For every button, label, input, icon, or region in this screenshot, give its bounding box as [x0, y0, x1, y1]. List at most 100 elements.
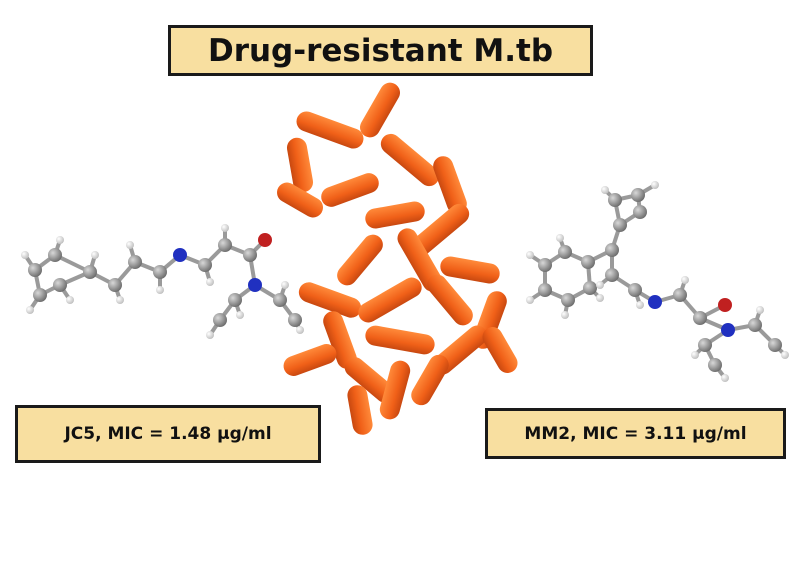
hydrogen-atom: [66, 296, 74, 304]
bacterium-rod: [321, 173, 379, 207]
nitrogen-atom: [248, 278, 262, 292]
carbon-atom: [748, 318, 762, 332]
hydrogen-atom: [526, 296, 534, 304]
hydrogen-atom: [756, 306, 764, 314]
bacterium-rod: [344, 357, 396, 403]
nitrogen-atom: [648, 295, 662, 309]
bacterium-rod: [365, 201, 425, 229]
bacterium-rod: [482, 327, 518, 373]
carbon-atom: [198, 258, 212, 272]
carbon-atom: [153, 265, 167, 279]
carbon-atom: [558, 245, 572, 259]
bacterium-rod: [433, 156, 467, 214]
carbon-atom: [28, 263, 42, 277]
bacterium-rod: [410, 203, 470, 257]
carbon-atom: [561, 293, 575, 307]
carbon-atom: [273, 293, 287, 307]
bacterium-rod: [347, 385, 373, 435]
hydrogen-atom: [556, 234, 564, 242]
carbon-atom: [538, 283, 552, 297]
carbon-atom: [673, 288, 687, 302]
hydrogen-atom: [691, 351, 699, 359]
carbon-atom: [605, 268, 619, 282]
oxygen-atom: [718, 298, 732, 312]
hydrogen-atom: [116, 296, 124, 304]
carbon-atom: [608, 193, 622, 207]
hydrogen-atom: [596, 294, 604, 302]
hydrogen-atom: [636, 301, 644, 309]
molecule-jc5: [21, 224, 304, 339]
bacterium-rod: [298, 282, 362, 318]
carbon-atom: [633, 205, 647, 219]
carbon-atom: [33, 288, 47, 302]
hydrogen-atom: [91, 251, 99, 259]
hydrogen-atom: [21, 251, 29, 259]
hydrogen-atom: [126, 241, 134, 249]
bacterium-rod: [365, 325, 435, 355]
compound-label-mm2: MM2, MIC = 3.11 μg/ml: [485, 408, 786, 459]
hydrogen-atom: [156, 286, 164, 294]
hydrogen-atom: [206, 278, 214, 286]
hydrogen-atom: [26, 306, 34, 314]
hydrogen-atom: [651, 181, 659, 189]
bacterium-rod: [323, 311, 357, 369]
oxygen-atom: [258, 233, 272, 247]
carbon-atom: [628, 283, 642, 297]
mm2-mic-text: MM2, MIC = 3.11 μg/ml: [524, 423, 747, 444]
carbon-atom: [768, 338, 782, 352]
carbon-atom: [108, 278, 122, 292]
hydrogen-atom: [56, 236, 64, 244]
title-box: Drug-resistant M.tb: [168, 25, 593, 76]
carbon-atom: [538, 258, 552, 272]
carbon-atom: [53, 278, 67, 292]
bacterium-rod: [283, 344, 337, 376]
bacterium-rod: [411, 354, 449, 406]
carbon-atom: [48, 248, 62, 262]
carbon-atom: [708, 358, 722, 372]
hydrogen-atom: [601, 186, 609, 194]
nitrogen-atom: [721, 323, 735, 337]
bacterium-rod: [380, 133, 440, 187]
bacterium-rod: [277, 182, 323, 218]
hydrogen-atom: [561, 311, 569, 319]
hydrogen-atom: [281, 281, 289, 289]
hydrogen-atom: [781, 351, 789, 359]
bacterium-rod: [286, 137, 314, 193]
jc5-mic-text: JC5, MIC = 1.48 μg/ml: [64, 424, 272, 444]
bacterium-rod: [379, 360, 411, 420]
bacterium-rod: [427, 274, 473, 326]
carbon-atom: [581, 255, 595, 269]
bacterium-rod: [360, 82, 400, 138]
carbon-atom: [583, 281, 597, 295]
carbon-atom: [288, 313, 302, 327]
carbon-atom: [613, 218, 627, 232]
hydrogen-atom: [221, 224, 229, 232]
nitrogen-atom: [173, 248, 187, 262]
carbon-atom: [243, 248, 257, 262]
hydrogen-atom: [526, 251, 534, 259]
carbon-atom: [605, 243, 619, 257]
bacterium-rod: [358, 277, 422, 323]
compound-label-jc5: JC5, MIC = 1.48 μg/ml: [15, 405, 321, 463]
carbon-atom: [693, 311, 707, 325]
carbon-atom: [128, 255, 142, 269]
carbon-atom: [213, 313, 227, 327]
hydrogen-atom: [681, 276, 689, 284]
bacterium-rod: [296, 111, 364, 149]
carbon-atom: [631, 188, 645, 202]
carbon-atom: [218, 238, 232, 252]
carbon-atom: [698, 338, 712, 352]
hydrogen-atom: [236, 311, 244, 319]
bacterium-rod: [397, 228, 443, 292]
carbon-atom: [83, 265, 97, 279]
molecule-mm2: [526, 181, 789, 382]
hydrogen-atom: [596, 281, 604, 289]
hydrogen-atom: [206, 331, 214, 339]
bacterium-rod: [440, 256, 500, 284]
bacterium-rod: [337, 234, 383, 286]
hydrogen-atom: [296, 326, 304, 334]
hydrogen-atom: [721, 374, 729, 382]
page-title: Drug-resistant M.tb: [207, 32, 554, 69]
carbon-atom: [228, 293, 242, 307]
